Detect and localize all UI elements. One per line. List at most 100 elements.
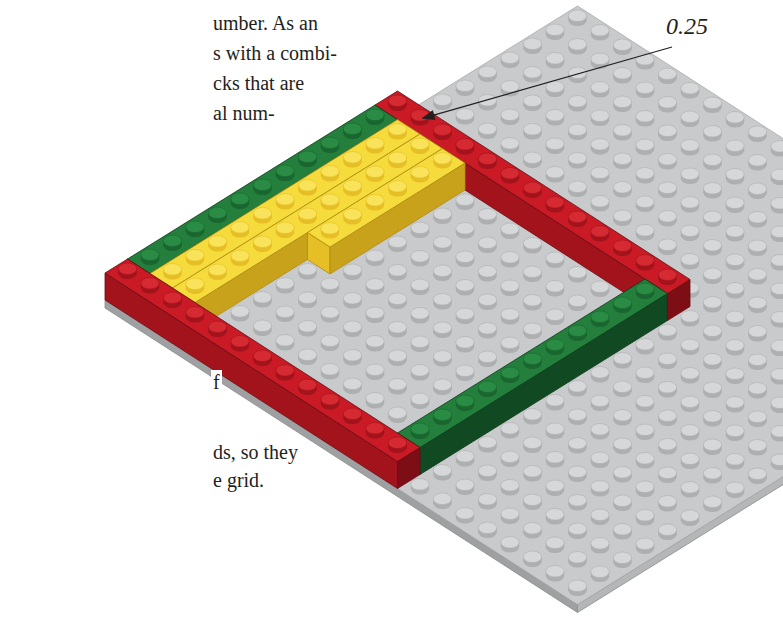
plate-stud-top	[703, 354, 721, 366]
brick-stud-top	[411, 423, 429, 435]
plate-stud-top	[748, 269, 766, 281]
plate-stud-top	[591, 424, 609, 436]
plate-stud-top	[748, 411, 766, 423]
brick-end	[420, 294, 668, 475]
plate-stud-top	[433, 237, 451, 249]
plate-stud-top	[613, 153, 631, 165]
plate-stud-top	[726, 368, 744, 380]
plate-stud-top	[456, 80, 474, 92]
plate-stud-top	[613, 353, 631, 365]
plate-stud-top	[478, 494, 496, 506]
plate-stud-top	[703, 97, 721, 109]
brick-stud-top	[388, 437, 406, 449]
plate-stud-top	[366, 393, 384, 405]
brick-stud-top	[343, 123, 361, 135]
plate-stud-top	[366, 336, 384, 348]
plate-stud-top	[703, 211, 721, 223]
brick-stud-top	[321, 137, 339, 149]
plate-stud-top	[411, 336, 429, 348]
brick-stud-top	[478, 381, 496, 393]
page-text-fragment: f	[211, 370, 222, 394]
plate-stud-top	[748, 240, 766, 252]
plate-stud-top	[568, 580, 586, 592]
plate-stud-top	[703, 297, 721, 309]
plate-stud-top	[546, 452, 564, 464]
plate-stud-top	[636, 453, 654, 465]
plate-stud-top	[546, 566, 564, 578]
brick-stud-top	[501, 168, 519, 180]
plate-stud-top	[501, 508, 519, 520]
brick-stud-top	[456, 395, 474, 407]
plate-stud-top	[456, 479, 474, 491]
plate-stud-top	[771, 397, 783, 409]
plate-stud-top	[591, 566, 609, 578]
plate-stud-top	[636, 396, 654, 408]
plate-stud-top	[388, 265, 406, 277]
plate-stud-top	[681, 140, 699, 152]
plate-stud-top	[658, 211, 676, 223]
plate-stud-top	[591, 281, 609, 293]
brick-stud-top	[366, 423, 384, 435]
plate-stud-top	[748, 297, 766, 309]
plate-stud-top	[343, 378, 361, 390]
plate-stud-top	[591, 167, 609, 179]
plate-stud-top	[726, 425, 744, 437]
plate-stud-top	[501, 309, 519, 321]
plate-stud-top	[231, 306, 249, 318]
plate-stud-top	[298, 264, 316, 276]
plate-stud-top	[298, 349, 316, 361]
plate-stud-top	[523, 124, 541, 136]
plate-stud-top	[681, 396, 699, 408]
brick-stud-top	[163, 235, 181, 247]
plate-stud-top	[748, 468, 766, 480]
plate-stud-top	[523, 323, 541, 335]
plate-stud-top	[726, 283, 744, 295]
brick-stud-top	[321, 194, 339, 206]
plate-stud-top	[433, 322, 451, 334]
plate-stud-top	[456, 508, 474, 520]
plate-stud-top	[591, 53, 609, 65]
plate-stud-top	[366, 364, 384, 376]
brick-stud-top	[231, 336, 249, 348]
brick-top	[308, 149, 466, 248]
plate-stud-top	[748, 126, 766, 138]
brick-stud-top	[186, 307, 204, 319]
plate-stud-top	[501, 451, 519, 463]
plate-stud-top	[456, 251, 474, 263]
plate-stud-top	[568, 67, 586, 79]
plate-stud-top	[591, 110, 609, 122]
plate-stud-top	[613, 467, 631, 479]
brick-stud-top	[208, 264, 226, 276]
plate-stud-top	[726, 197, 744, 209]
plate-stud-top	[771, 340, 783, 352]
plate-stud-top	[726, 140, 744, 152]
plate-stud-top	[298, 321, 316, 333]
plate-stud-top	[748, 440, 766, 452]
plate-stud-top	[591, 139, 609, 151]
brick-stud-top	[636, 254, 654, 266]
brick-stud-top	[456, 139, 474, 151]
plate-stud-top	[658, 524, 676, 536]
plate-stud-top	[456, 365, 474, 377]
plate-stud-top	[388, 407, 406, 419]
brick-stud-top	[366, 166, 384, 178]
plate-stud-top	[478, 522, 496, 534]
plate-stud-top	[433, 94, 451, 106]
plate-stud-top	[658, 97, 676, 109]
plate-stud-top	[613, 410, 631, 422]
plate-stud-top	[456, 223, 474, 235]
plate-stud-top	[366, 279, 384, 291]
plate-stud-top	[771, 369, 783, 381]
brick-stud-top	[276, 165, 294, 177]
plate-stud-top	[411, 250, 429, 262]
brick-stud-top	[343, 152, 361, 164]
brick-stud-top	[568, 211, 586, 223]
plate-stud-top	[456, 451, 474, 463]
brick-stud-top	[186, 221, 204, 233]
page-text-fragment: umber. As an	[213, 11, 318, 35]
brick-stud-top	[366, 138, 384, 150]
plate-stud-top	[658, 239, 676, 251]
plate-stud-top	[771, 226, 783, 238]
brick-stud-top	[298, 180, 316, 192]
